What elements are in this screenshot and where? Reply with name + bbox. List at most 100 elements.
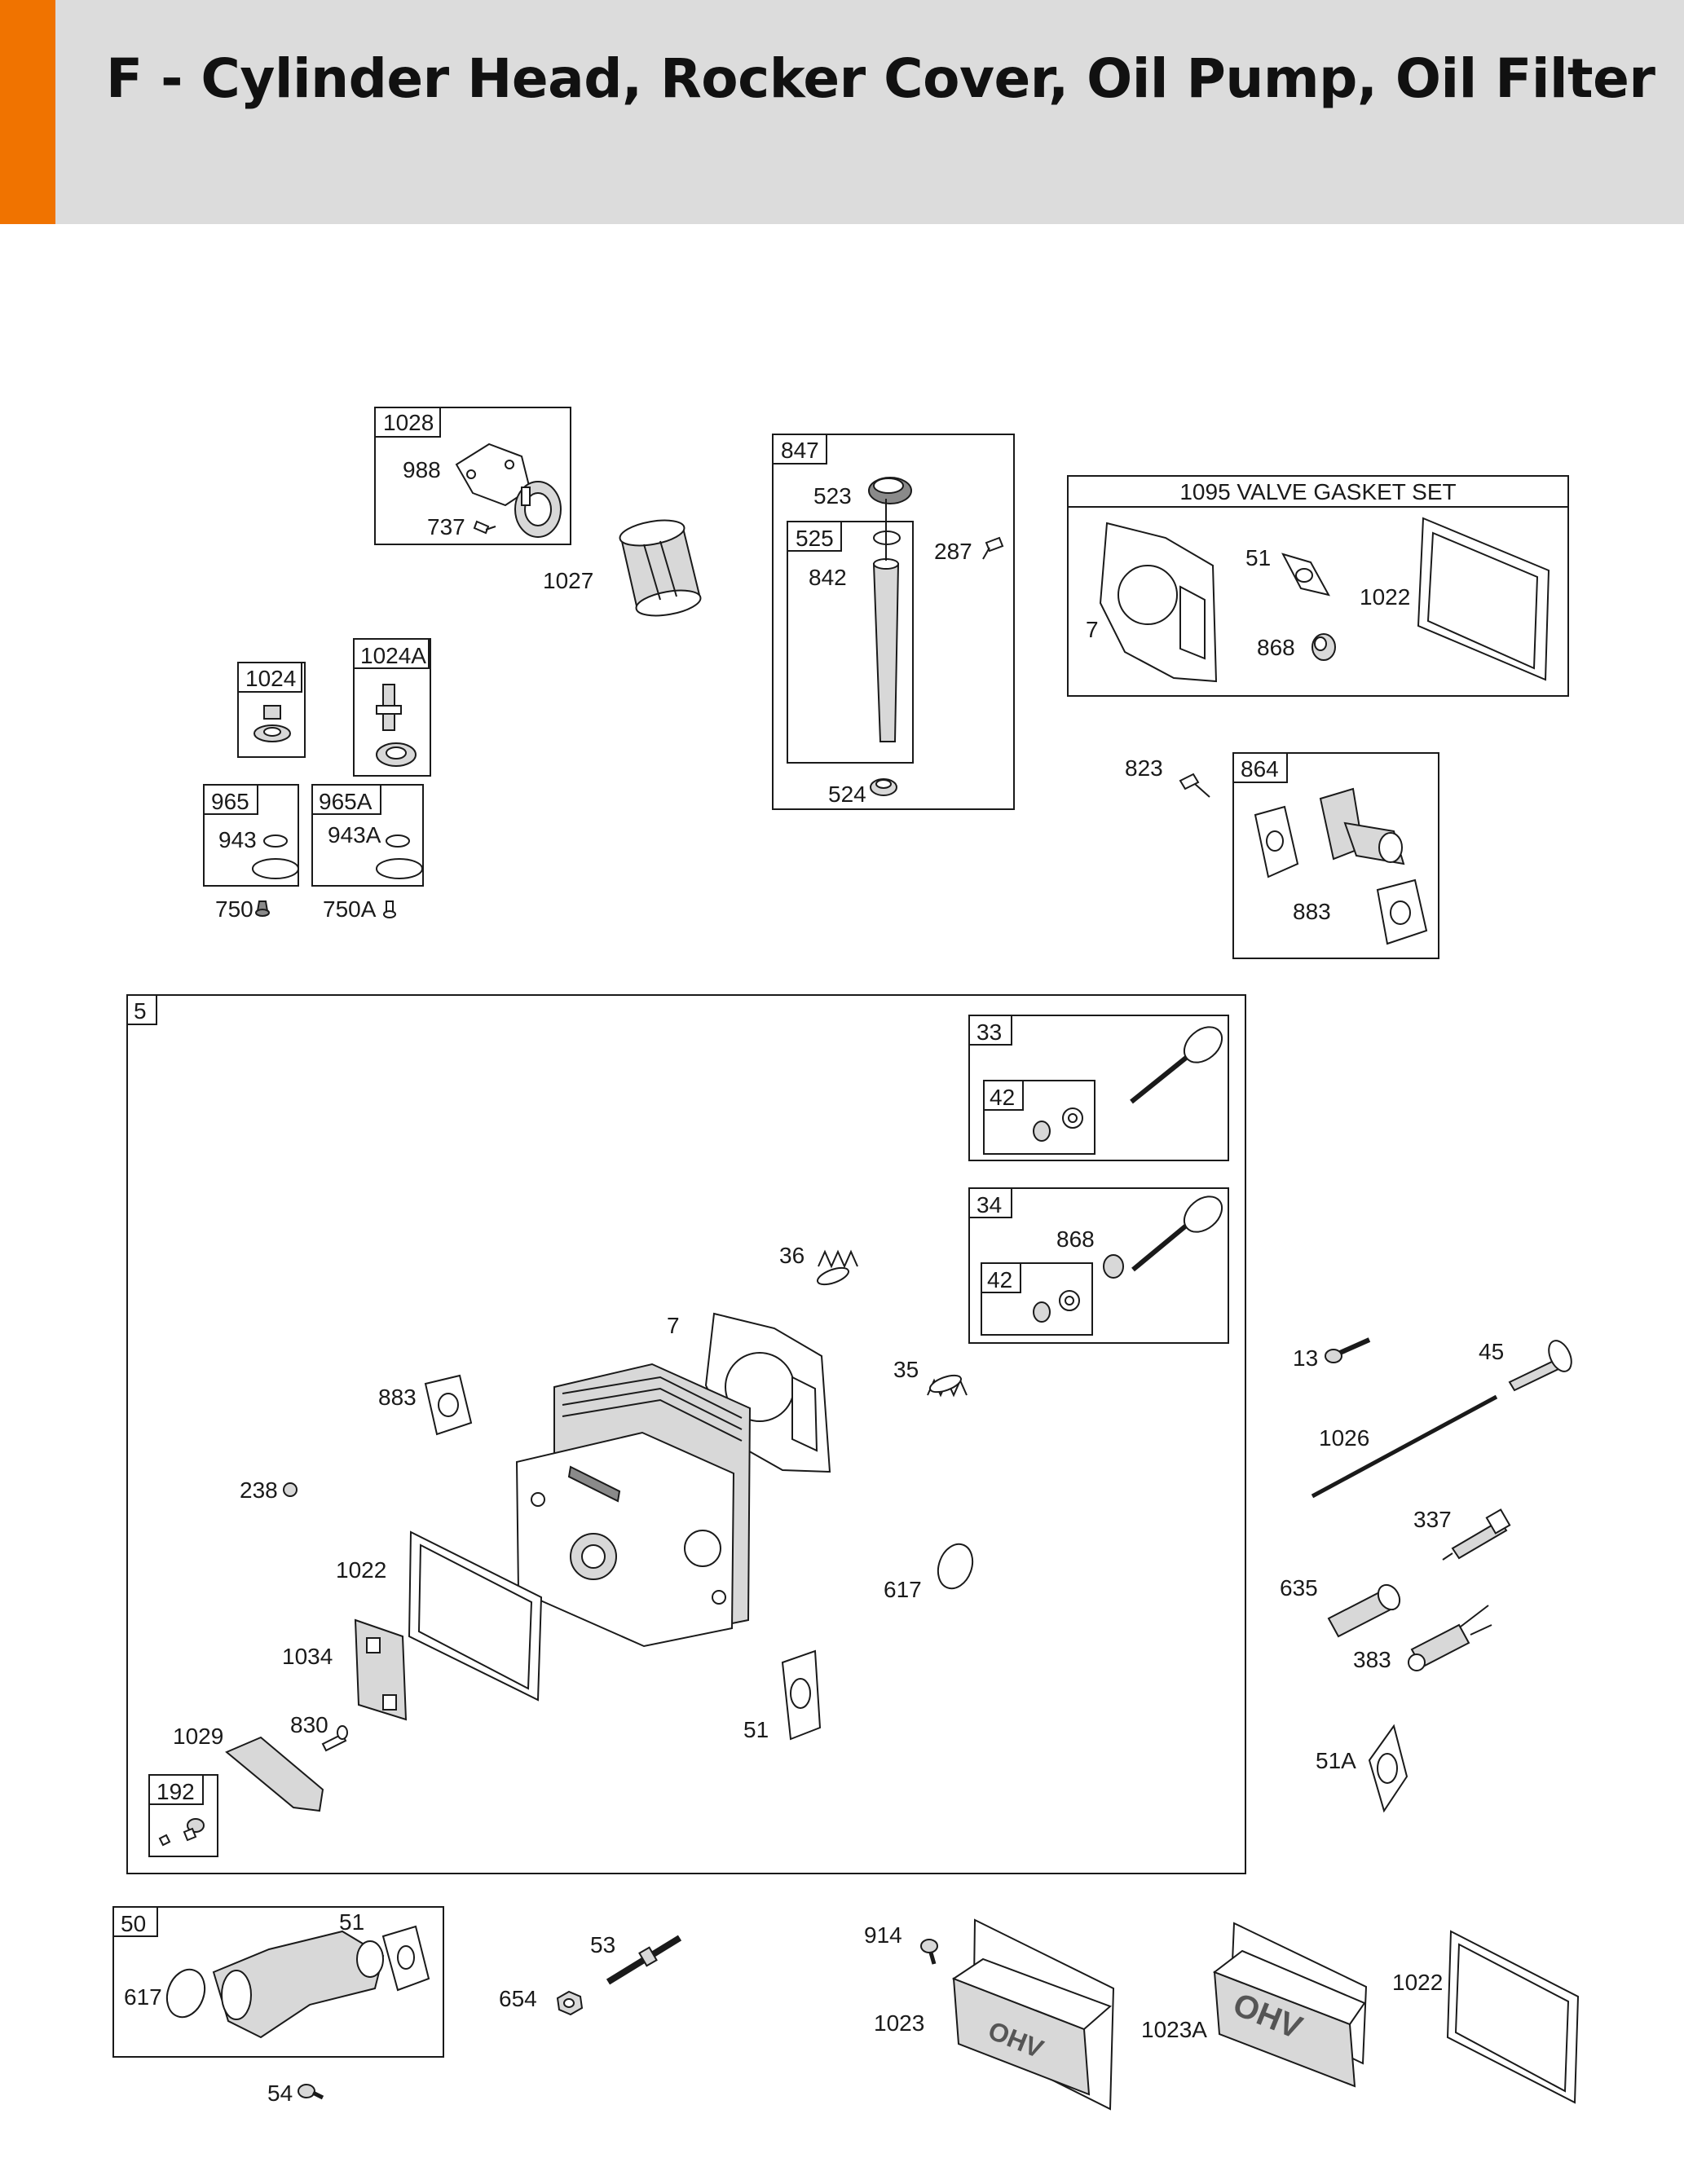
bolt-icon: [982, 536, 1004, 560]
kit-5: 5 33 42 34 868: [126, 994, 1246, 1874]
rocker-arm-icon: [225, 1736, 324, 1812]
part-label-842: 842: [809, 565, 847, 590]
part-label-7-vgs: 7: [1086, 617, 1099, 642]
o-ring-icon: [937, 1543, 974, 1590]
gasket-icon: [1254, 805, 1299, 878]
kit-847: 847 523 525 842 287 524: [772, 434, 1015, 810]
gasket-icon: [381, 1925, 430, 1992]
cylinder-head-icon: [515, 1363, 752, 1648]
oil-pump-cover-icon: [376, 858, 423, 879]
kit-34: 34 868 42: [968, 1187, 1229, 1344]
bolt-icon: [321, 1725, 348, 1752]
kit-192: 192: [148, 1774, 218, 1857]
rocker-cover-icon: OHV: [951, 1918, 1115, 2111]
part-label-654: 654: [499, 1986, 537, 2011]
part-label-53: 53: [590, 1932, 615, 1957]
part-label-1022-vgs: 1022: [1360, 584, 1410, 610]
o-ring-icon: [165, 1968, 206, 2019]
spark-plug-icon: [1442, 1508, 1511, 1561]
valve-icon: [1130, 1026, 1223, 1104]
kit-label-50: 50: [121, 1911, 146, 1936]
valve-tappet-icon: [1508, 1340, 1572, 1392]
kit-1024a: 1024A: [353, 638, 431, 777]
kit-1028: 1028 988 737: [374, 407, 571, 545]
part-label-1029: 1029: [173, 1724, 223, 1749]
part-label-1023a: 1023A: [1141, 2017, 1207, 2042]
header-accent-bar: [0, 0, 55, 224]
screw-icon: [158, 1834, 171, 1847]
intake-spacer-icon: [1319, 787, 1405, 865]
kit-label-1028: 1028: [383, 410, 434, 435]
part-label-1023: 1023: [874, 2010, 924, 2036]
kit-1024: 1024: [237, 662, 306, 758]
kit-label-33: 33: [976, 1019, 1002, 1045]
part-label-524: 524: [828, 782, 866, 807]
part-label-13: 13: [1293, 1345, 1318, 1371]
part-label-7: 7: [667, 1313, 680, 1338]
page-title: F - Cylinder Head, Rocker Cover, Oil Pum…: [106, 47, 1655, 110]
breather-tube-icon: [1327, 1583, 1401, 1638]
part-label-1026: 1026: [1319, 1425, 1369, 1451]
part-label-737: 737: [427, 514, 465, 539]
part-label-523: 523: [813, 483, 852, 509]
oil-pump-shaft-icon: [376, 684, 417, 767]
part-label-883-864: 883: [1293, 899, 1331, 924]
part-label-1034: 1034: [282, 1644, 333, 1669]
kit-label-34: 34: [976, 1192, 1002, 1217]
kit-1095: 1095 VALVE GASKET SET 51 1022 7 868: [1067, 475, 1569, 697]
part-label-868-34: 868: [1056, 1226, 1095, 1252]
part-1027-oil-filter: 1027: [543, 519, 702, 617]
kit-label-42b: 42: [987, 1267, 1012, 1292]
intake-manifold-icon: [212, 1930, 385, 2039]
part-label-337: 337: [1413, 1507, 1452, 1532]
oil-filter-adapter-icon: [455, 443, 562, 538]
bolt-icon: [473, 520, 496, 535]
valve-icon: [1103, 1195, 1223, 1279]
bolt-icon: [1179, 773, 1210, 798]
oil-pump-gear-icon: [253, 705, 291, 742]
part-label-943a: 943A: [328, 822, 381, 848]
part-label-36: 36: [779, 1243, 805, 1268]
kit-label-965a: 965A: [319, 789, 373, 814]
part-label-35: 35: [893, 1357, 919, 1382]
part-label-883: 883: [378, 1385, 417, 1410]
kit-label-5: 5: [134, 998, 147, 1024]
compression-release-icon: [1408, 1605, 1492, 1671]
page-header: F - Cylinder Head, Rocker Cover, Oil Pum…: [0, 0, 1684, 224]
part-label-1022: 1022: [336, 1557, 386, 1583]
gasket-icon: [781, 1649, 822, 1741]
kit-label-864: 864: [1241, 756, 1279, 782]
part-label-51a: 51A: [1316, 1748, 1356, 1773]
gasket-icon: [408, 1530, 543, 1702]
kit-label-525: 525: [796, 526, 834, 551]
part-label-823: 823: [1125, 755, 1163, 781]
gasket-icon: [1368, 1724, 1408, 1813]
gasket-icon: [1281, 553, 1330, 597]
o-ring-icon: [263, 834, 288, 848]
gasket-icon: [1417, 517, 1550, 681]
gasket-icon: [1446, 1930, 1580, 2104]
kit-label-42a: 42: [990, 1085, 1015, 1110]
part-label-51-50: 51: [339, 1909, 364, 1935]
valve-spring-icon: [927, 1374, 968, 1398]
valve-seal-icon: [1311, 633, 1336, 661]
part-label-988: 988: [403, 457, 441, 482]
pin-icon: [283, 1482, 298, 1497]
bolt-icon: [183, 1818, 205, 1842]
part-label-51-vgs: 51: [1245, 545, 1271, 570]
part-label-868-vgs: 868: [1257, 635, 1295, 660]
kit-label-1095: 1095 VALVE GASKET SET: [1179, 479, 1456, 504]
kit-label-1024: 1024: [245, 666, 296, 691]
stud-icon: [606, 1935, 682, 1985]
part-label-51: 51: [743, 1717, 769, 1742]
part-label-914: 914: [864, 1922, 902, 1948]
kit-864: 864 883: [1232, 752, 1439, 959]
bolt-icon: [920, 1939, 938, 1965]
bolt-icon: [1325, 1337, 1371, 1363]
part-label-635: 635: [1280, 1575, 1318, 1601]
kit-label-847: 847: [781, 438, 819, 463]
part-label-383: 383: [1353, 1647, 1391, 1672]
part-label-943: 943: [218, 827, 257, 852]
gasket-icon: [1099, 522, 1218, 683]
